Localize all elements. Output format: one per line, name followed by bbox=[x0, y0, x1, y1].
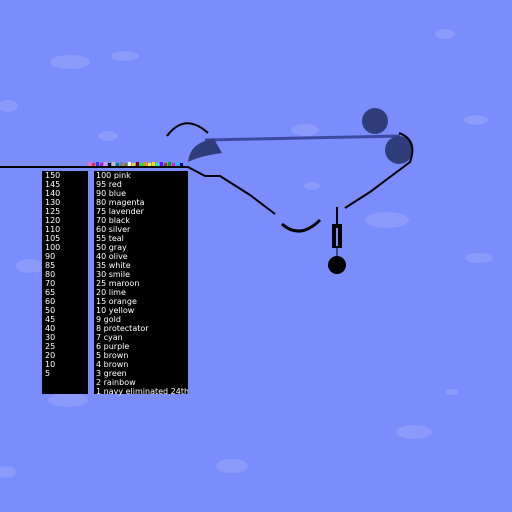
leaderboard-entry: 5 brown bbox=[96, 351, 129, 360]
track-ledge bbox=[0, 166, 276, 215]
track-right-curve bbox=[344, 132, 414, 209]
leaderboard-entry: 8 protectator bbox=[96, 324, 149, 333]
score-value: 30 bbox=[45, 333, 56, 342]
track-bar bbox=[204, 134, 401, 142]
leaderboard-entry: 75 lavender bbox=[96, 207, 144, 216]
score-value: 65 bbox=[45, 288, 56, 297]
cloud bbox=[16, 259, 44, 273]
score-value: 140 bbox=[45, 189, 61, 198]
leaderboard-entry: 35 white bbox=[96, 261, 131, 270]
bucket-halfdisc bbox=[188, 139, 222, 162]
ball bbox=[362, 108, 388, 134]
score-value: 145 bbox=[45, 180, 61, 189]
score-value: 5 bbox=[45, 369, 51, 378]
leaderboard-entry: 4 brown bbox=[96, 360, 129, 369]
leaderboard-entry: 10 yellow bbox=[96, 306, 135, 315]
leaderboard-entry: 60 silver bbox=[96, 225, 131, 234]
leaderboard-entry: 3 green bbox=[96, 369, 127, 378]
score-value: 10 bbox=[45, 360, 56, 369]
leaderboard-entry: 70 black bbox=[96, 216, 130, 225]
cloud bbox=[435, 29, 455, 39]
score-value: 130 bbox=[45, 198, 61, 207]
leaderboard-entry: 2 rainbow bbox=[96, 378, 136, 387]
leaderboard-entry: 100 pink bbox=[96, 171, 131, 180]
cloud bbox=[111, 51, 139, 61]
leaderboard-entry: 20 lime bbox=[96, 288, 126, 297]
cloud bbox=[216, 459, 248, 473]
leaderboard-entry: 25 maroon bbox=[96, 279, 140, 288]
cloud bbox=[365, 212, 409, 228]
leaderboard-entry: 1 navy eliminated 24th bbox=[96, 387, 188, 396]
score-value: 120 bbox=[45, 216, 61, 225]
leaderboard-entry: 7 cyan bbox=[96, 333, 123, 342]
cloud bbox=[446, 389, 458, 395]
cloud bbox=[465, 253, 493, 263]
score-value: 85 bbox=[45, 261, 56, 270]
cloud bbox=[50, 55, 90, 69]
marble-pile bbox=[88, 162, 183, 166]
leaderboard-entry: 80 magenta bbox=[96, 198, 145, 207]
cloud bbox=[48, 393, 88, 407]
leaderboard-entry: 9 gold bbox=[96, 315, 121, 324]
leaderboard-entry: 50 gray bbox=[96, 243, 127, 252]
score-value: 80 bbox=[45, 270, 56, 279]
ball bbox=[385, 136, 413, 164]
score-value: 90 bbox=[45, 252, 56, 261]
score-value: 20 bbox=[45, 351, 56, 360]
cloud bbox=[0, 100, 18, 112]
score-value: 110 bbox=[45, 225, 61, 234]
track-bowl bbox=[281, 218, 322, 233]
track-hook bbox=[166, 122, 209, 137]
leaderboard-entry: 90 blue bbox=[96, 189, 127, 198]
score-value: 50 bbox=[45, 306, 56, 315]
score-value: 125 bbox=[45, 207, 61, 216]
score-value: 70 bbox=[45, 279, 56, 288]
cloud bbox=[0, 466, 16, 478]
cloud bbox=[291, 124, 319, 136]
leaderboard-entry: 30 smile bbox=[96, 270, 131, 279]
lift-slot bbox=[336, 228, 338, 246]
cloud bbox=[98, 131, 118, 141]
black-ball bbox=[328, 256, 346, 274]
score-value: 105 bbox=[45, 234, 61, 243]
leaderboard-entry: 40 olive bbox=[96, 252, 128, 261]
score-value: 150 bbox=[45, 171, 61, 180]
cloud bbox=[464, 115, 488, 125]
leaderboard-entry: 55 teal bbox=[96, 234, 124, 243]
leaderboard-entry: 95 red bbox=[96, 180, 122, 189]
score-value: 100 bbox=[45, 243, 61, 252]
score-value: 60 bbox=[45, 297, 56, 306]
leaderboard-entry: 6 purple bbox=[96, 342, 130, 351]
score-value: 45 bbox=[45, 315, 56, 324]
cloud bbox=[396, 425, 432, 439]
leaderboard-entry: 15 orange bbox=[96, 297, 137, 306]
clouds bbox=[0, 29, 493, 478]
score-value: 40 bbox=[45, 324, 56, 333]
score-value: 25 bbox=[45, 342, 56, 351]
cloud bbox=[304, 182, 320, 190]
